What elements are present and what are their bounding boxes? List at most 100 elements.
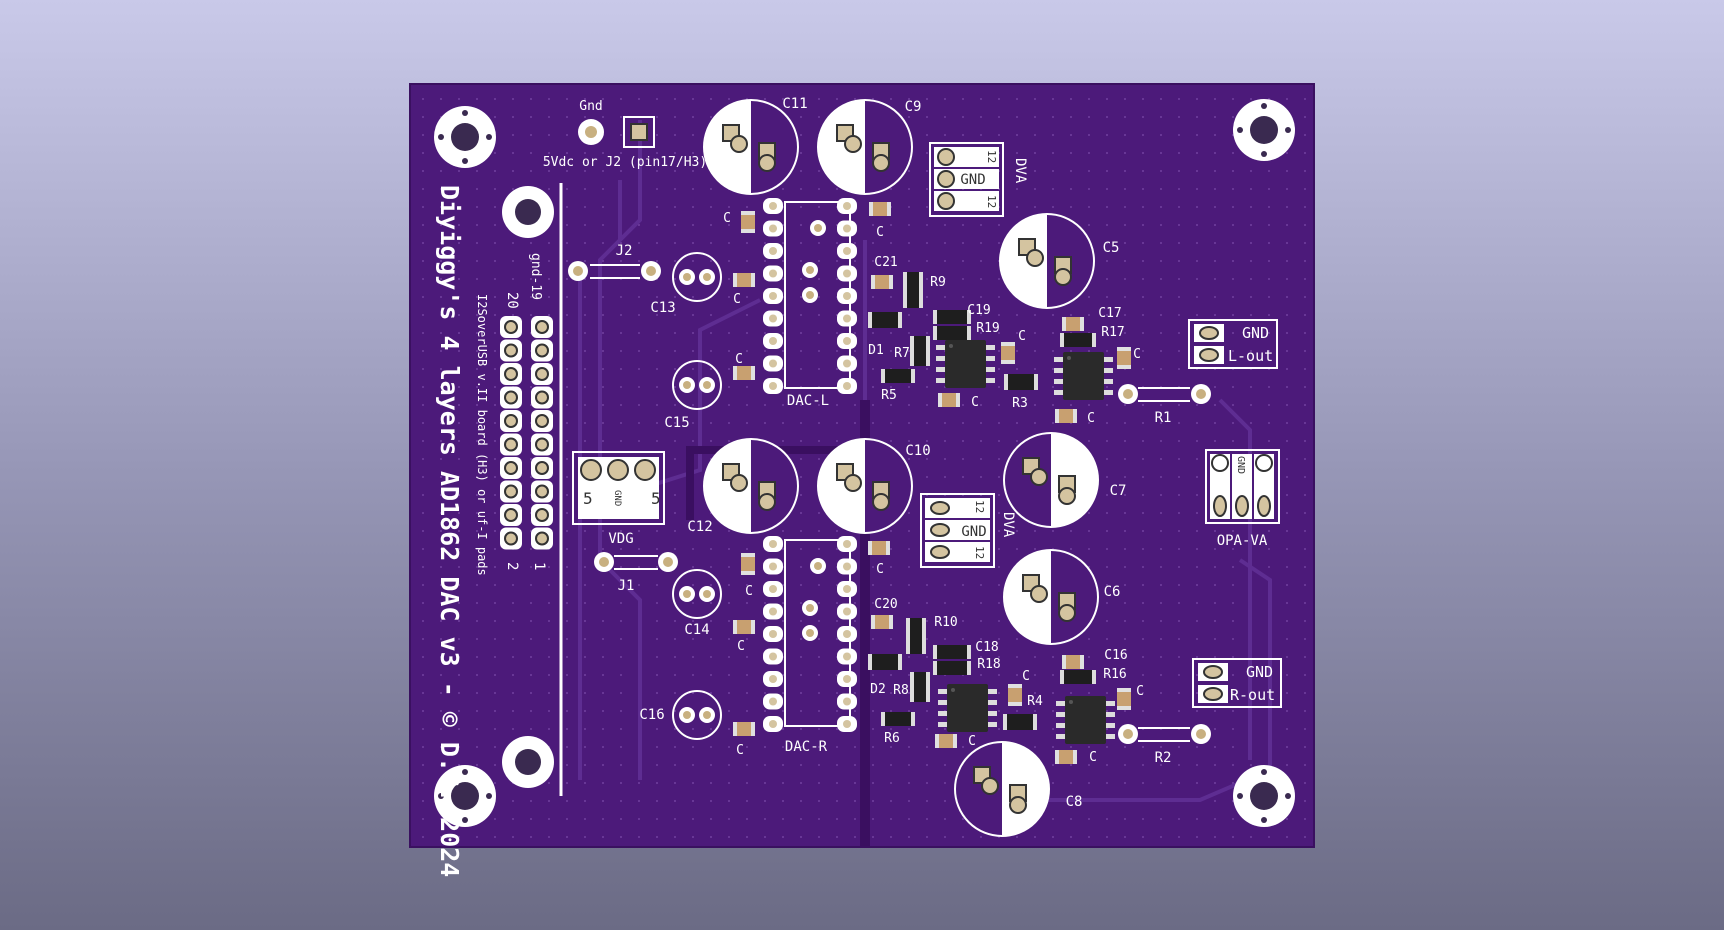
- header-pin: [531, 363, 553, 385]
- ic-pin: [763, 558, 783, 575]
- ic-pin: [763, 536, 783, 552]
- svg-text:OPA-VA: OPA-VA: [1217, 533, 1268, 549]
- header-pin: [531, 410, 553, 432]
- ic-pin: [763, 310, 783, 327]
- svg-text:12: 12: [973, 546, 986, 559]
- svg-text:DAC-R: DAC-R: [785, 739, 828, 755]
- pin-20-label: 20: [504, 292, 520, 309]
- electrolytic-cap: [817, 99, 913, 195]
- ic-pin: [837, 648, 857, 665]
- ic-pin: [763, 693, 783, 710]
- silk-label: C: [1022, 669, 1030, 684]
- silk-label: C: [876, 562, 884, 577]
- mounting-hole-bl: [434, 765, 496, 827]
- resistor-r2: R2: [1118, 724, 1211, 766]
- electrolytic-cap: [999, 213, 1095, 309]
- cap-refdes: C9: [905, 99, 922, 115]
- cap-refdes: C15: [664, 415, 689, 431]
- silk-label: R18: [977, 657, 1000, 672]
- silk-label: R7: [894, 346, 910, 361]
- smd-resistor: [881, 369, 915, 383]
- vdg-5b: 5: [651, 489, 661, 508]
- header-pin: [500, 386, 522, 409]
- silk-label: C: [733, 292, 741, 307]
- jumper-j1: J1: [594, 552, 678, 594]
- silk-label: C: [968, 734, 976, 749]
- smd-cap: [871, 615, 893, 629]
- ic-pin: [837, 536, 857, 552]
- ic-pin: [763, 626, 783, 642]
- svg-text:GND: GND: [961, 524, 986, 540]
- cap-refdes: C16: [639, 707, 664, 723]
- ic-pin: [837, 310, 857, 327]
- header-note: I2SoverUSB v.II board (H3) or uf-I pads: [475, 294, 489, 576]
- l-out-terminal: GND L-out: [1188, 319, 1278, 369]
- ic-pin: [837, 198, 857, 214]
- board-title: Diyiggy's 4 layers AD1862 DAC v3 - © D.G…: [435, 185, 464, 877]
- smd-cap: [1117, 347, 1131, 369]
- svg-text:GND: GND: [1246, 663, 1273, 681]
- ic-pin: [837, 581, 857, 597]
- silk-label: C: [1087, 411, 1095, 426]
- header-pin: [500, 480, 522, 503]
- silk-label: C: [1018, 329, 1026, 344]
- smd-cap: [1062, 655, 1084, 669]
- header-pin: [531, 480, 553, 503]
- silk-label: C: [736, 743, 744, 758]
- silk-label: C: [876, 225, 884, 240]
- silk-label: R6: [884, 731, 900, 746]
- smd-resistor: [868, 312, 902, 328]
- header-pin: [531, 457, 553, 479]
- svg-text:J2: J2: [616, 243, 633, 259]
- silk-label: R9: [930, 275, 946, 290]
- smd-cap: [1055, 750, 1077, 764]
- radial-cap: [672, 690, 722, 740]
- silk-label: R5: [881, 388, 897, 403]
- dva-terminal-top: GND 12 12 DVA: [929, 142, 1028, 217]
- dva-terminal-bottom: GND 12 12 DVA: [920, 493, 1016, 568]
- ic-pin: [837, 626, 857, 642]
- header-pin: [531, 316, 553, 338]
- pin-2-label: 2: [504, 562, 520, 570]
- ic-pin: [837, 378, 857, 394]
- silk-label: C: [745, 584, 753, 599]
- mounting-hole-tl: [434, 106, 496, 168]
- header-pin: [500, 504, 522, 526]
- vdg-5a: 5: [583, 489, 593, 508]
- smd-cap: [1117, 688, 1131, 710]
- ic-pin: [837, 243, 857, 259]
- smd-resistor: [933, 661, 971, 675]
- vdg-label: VDG: [608, 531, 633, 547]
- jumper-j2: J2: [568, 243, 661, 281]
- smd-resistor: [910, 336, 930, 366]
- smd-resistor: [910, 672, 930, 702]
- ic-pin: [763, 265, 783, 282]
- silk-label: C16: [1104, 648, 1127, 663]
- ic-pin: [763, 355, 783, 372]
- smd-cap: [741, 553, 755, 575]
- smd-resistor: [1060, 670, 1096, 684]
- ic-pin: [763, 716, 783, 732]
- ic-pin: [837, 671, 857, 687]
- smd-cap: [733, 620, 755, 634]
- header-pin: [500, 527, 522, 550]
- ic-pin: [763, 333, 783, 349]
- soic-opamp: [938, 684, 997, 732]
- header-hole-top: [502, 186, 554, 238]
- cap-refdes: C8: [1066, 794, 1083, 810]
- resistor-r1: R1: [1118, 384, 1211, 426]
- radial-cap: [672, 360, 722, 410]
- smd-resistor: [933, 326, 971, 340]
- electrolytic-cap: [954, 741, 1050, 837]
- mounting-hole-br: [1233, 765, 1295, 827]
- smd-resistor: [1060, 333, 1096, 347]
- silk-label: C: [737, 639, 745, 654]
- smd-resistor: [903, 272, 923, 308]
- header-pin: [531, 339, 553, 362]
- smd-cap: [869, 202, 891, 216]
- ic-pin: [763, 581, 783, 597]
- smd-cap: [1001, 342, 1015, 364]
- ic-dac-l: DAC-L: [763, 198, 857, 409]
- silk-label: C: [1136, 684, 1144, 699]
